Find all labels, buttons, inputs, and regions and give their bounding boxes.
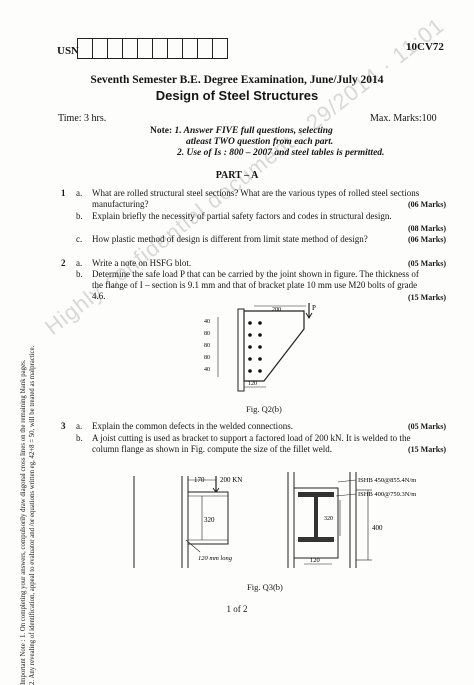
q3a-label: a. (76, 421, 83, 431)
q1a-text-line-1: What are rolled structural steel section… (92, 188, 420, 198)
figure-q3b: 170 200 KN 320 120 mm long 320 400 120 I… (133, 472, 416, 568)
q2b-text-line-1: Determine the safe load P that can be ca… (92, 269, 419, 279)
q3b-text-line-1: A joist cutting is used as bracket to su… (92, 433, 411, 443)
q1c-text: How plastic method of design is differen… (92, 234, 368, 244)
note-1-text: 1. Answer FIVE full questions, selecting (174, 126, 333, 136)
dim-40-top: 40 (204, 319, 210, 325)
figure-q2b-caption: Fig. Q2(b) (246, 404, 282, 414)
note-2: 2. Use of Is : 800 – 2007 and steel tabl… (177, 148, 385, 158)
usn-box[interactable] (197, 38, 213, 59)
dim-170: 170 (194, 476, 205, 484)
subject-title: Design of Steel Structures (155, 88, 319, 103)
q3b-text-line-2: column flange as shown in Fig. compute t… (92, 444, 332, 454)
q1c-label: c. (76, 234, 83, 244)
usn-box[interactable] (167, 38, 183, 59)
figure-q3b-caption: Fig. Q3(b) (247, 582, 283, 592)
q3a-marks: (05 Marks) (408, 422, 446, 431)
exam-title: Seventh Semester B.E. Degree Examination… (90, 74, 384, 86)
q1a-marks: (06 Marks) (408, 200, 446, 209)
note-1: Note: 1. Answer FIVE full questions, sel… (150, 126, 333, 136)
q3-number: 3 (61, 421, 66, 431)
q2-number: 2 (61, 258, 66, 268)
usn-box[interactable] (137, 38, 153, 59)
dim-40-bottom: 40 (204, 367, 210, 373)
section-label-1: ISHB 450@855.4N/m (358, 477, 416, 484)
load-p-label: P (312, 304, 316, 312)
dim-200: 200 (272, 307, 281, 313)
q2a-text: Write a note on HSFG blot. (92, 258, 192, 268)
section-label-2: ISHB 400@759.3N/m (358, 491, 416, 498)
usn-box[interactable] (107, 38, 123, 59)
dim-320-right: 320 (324, 516, 333, 522)
part-a-heading: PART – A (215, 170, 259, 181)
q3b-label: b. (76, 433, 83, 443)
usn-box[interactable] (152, 38, 168, 59)
max-marks: Max. Marks:100 (370, 113, 437, 124)
q2a-label: a. (76, 258, 83, 268)
q3a-text: Explain the common defects in the welded… (92, 421, 293, 431)
q1a-text: What are rolled structural steel section… (92, 188, 452, 210)
q1a-text-line-2: manufacturing? (92, 199, 149, 209)
q2b-text: Determine the safe load P that can be ca… (92, 269, 452, 302)
usn-label: USN (57, 45, 80, 57)
usn-box[interactable] (77, 38, 93, 59)
dim-400: 400 (372, 524, 383, 532)
q2b-text-line-3: 4.6. (92, 291, 106, 301)
q2a-marks: (05 Marks) (408, 259, 446, 268)
dim-80-1: 80 (204, 331, 210, 337)
page-number: 1 of 2 (226, 604, 248, 614)
usn-box[interactable] (92, 38, 108, 59)
weld-length: 120 mm long (198, 555, 233, 562)
time-label: Time: 3 hrs. (58, 113, 107, 124)
q2b-marks: (15 Marks) (408, 293, 446, 302)
q1b-label: b. (76, 211, 83, 221)
dim-80-2: 80 (204, 343, 210, 349)
figure-q2b: P 200 40 80 80 80 40 120 (204, 303, 316, 392)
usn-box[interactable] (182, 38, 198, 59)
q2b-text-line-2: the flange of I – section is 9.1 mm and … (92, 280, 418, 290)
q1a-label: a. (76, 188, 83, 198)
q1b-text: Explain briefly the necessity of partial… (92, 211, 392, 221)
dim-320-left: 320 (204, 516, 215, 524)
dim-120: 120 (248, 381, 257, 387)
q3b-marks: (15 Marks) (408, 445, 446, 454)
usn-box[interactable] (122, 38, 138, 59)
usn-box[interactable] (212, 38, 228, 59)
q2b-label: b. (76, 269, 83, 279)
bolt-group (248, 321, 262, 373)
subject-code: 10CV72 (406, 41, 444, 53)
q3b-text: A joist cutting is used as bracket to su… (92, 433, 452, 455)
dim-120-width: 120 (310, 557, 320, 564)
dim-80-3: 80 (204, 355, 210, 361)
q1b-marks: (08 Marks) (408, 224, 446, 233)
usn-boxes (77, 38, 228, 59)
note-label: Note: (150, 126, 173, 136)
note-1-continued: atleast TWO question from each part. (186, 137, 334, 147)
q1-number: 1 (61, 188, 66, 198)
q1c-marks: (06 Marks) (408, 235, 446, 244)
load-200kn: 200 KN (220, 476, 242, 484)
